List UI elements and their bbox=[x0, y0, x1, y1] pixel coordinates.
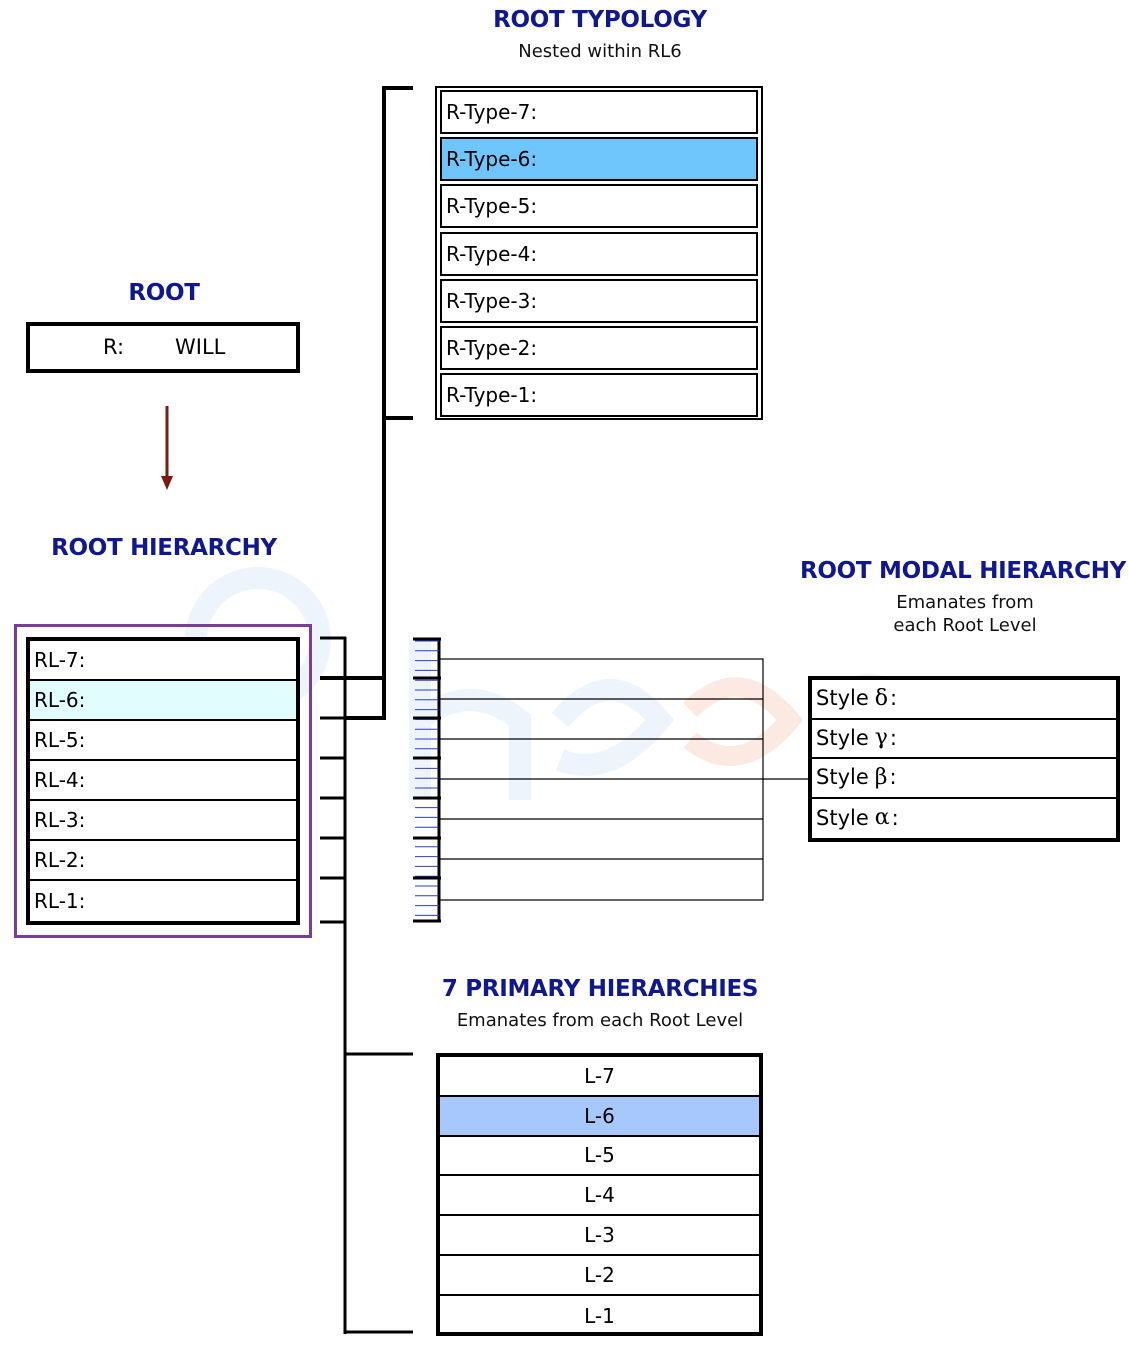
primary-level-label: L-4 bbox=[584, 1183, 615, 1208]
root-type-label: R-Type-5: bbox=[446, 194, 538, 219]
root-modal-subtitle-1: Emanates from bbox=[896, 592, 1034, 613]
root-type-label: R-Type-6: bbox=[446, 147, 538, 172]
root-modal-subtitle-2: each Root Level bbox=[893, 615, 1037, 636]
root-arrow-head bbox=[161, 476, 173, 490]
root-level-row: RL-1: bbox=[30, 881, 296, 921]
primary-level-label: L-1 bbox=[584, 1303, 615, 1328]
root-modal-hierarchy-heading: ROOT MODAL HIERARCHY bbox=[800, 558, 1127, 584]
root-level-row: RL-7: bbox=[30, 641, 296, 681]
root-type-label: R-Type-7: bbox=[446, 100, 538, 124]
modal-style-colon: : bbox=[889, 765, 897, 790]
root-type-row: R-Type-3: bbox=[440, 278, 758, 323]
primary-level-row: L-1 bbox=[440, 1296, 759, 1336]
root-level-label: RL-7: bbox=[34, 648, 86, 672]
root-type-row: R-Type-1: bbox=[440, 373, 758, 418]
root-level-row: RL-2: bbox=[30, 841, 296, 881]
primary-level-row: L-5 bbox=[440, 1137, 759, 1177]
modal-style-colon: : bbox=[890, 686, 898, 711]
primary-level-label: L-3 bbox=[584, 1223, 615, 1248]
root-level-label: RL-1: bbox=[34, 889, 86, 913]
root-type-label: R-Type-2: bbox=[446, 336, 538, 360]
root-type-row: R-Type-2: bbox=[440, 326, 758, 370]
root-level-label: RL-5: bbox=[34, 728, 86, 752]
modal-style-greek: γ bbox=[874, 725, 888, 751]
primary-level-label: L-2 bbox=[584, 1262, 615, 1287]
root-level-row: RL-3: bbox=[30, 801, 296, 841]
root-hierarchy-box: RL-7: RL-6: RL-5: RL-4: RL-3: RL-2: RL-1: bbox=[26, 637, 300, 925]
root-type-label: R-Type-1: bbox=[446, 383, 538, 408]
root-hierarchy-heading: ROOT HIERARCHY bbox=[51, 535, 277, 561]
primary-level-label: L-6 bbox=[584, 1103, 615, 1128]
root-type-row: R-Type-5: bbox=[440, 184, 758, 229]
root-typology-subtitle: Nested within RL6 bbox=[518, 41, 682, 62]
modal-style-greek: α bbox=[874, 805, 890, 831]
root-type-row: R-Type-6: bbox=[440, 137, 758, 182]
root-hierarchy-frame bbox=[14, 624, 312, 938]
modal-style-label: Style bbox=[816, 686, 869, 711]
modal-style-greek: δ bbox=[874, 685, 888, 711]
root-level-label: RL-3: bbox=[34, 808, 86, 832]
root-row: R: WILL bbox=[30, 326, 296, 369]
root-level-label: RL-4: bbox=[34, 768, 86, 792]
modal-style-label: Style bbox=[816, 725, 869, 750]
root-type-row: R-Type-7: bbox=[440, 90, 758, 134]
modal-style-colon: : bbox=[889, 725, 897, 750]
root-label: R: bbox=[103, 335, 125, 359]
primary-level-row: L-4 bbox=[440, 1176, 759, 1217]
root-type-row: R-Type-4: bbox=[440, 231, 758, 276]
root-type-label: R-Type-3: bbox=[446, 288, 538, 313]
primary-level-row: L-6 bbox=[440, 1096, 759, 1137]
root-value: WILL bbox=[175, 335, 226, 359]
root-type-label: R-Type-4: bbox=[446, 241, 538, 266]
root-typology-heading: ROOT TYPOLOGY bbox=[493, 7, 707, 33]
root-level-row: RL-6: bbox=[30, 681, 296, 721]
root-level-label: RL-2: bbox=[34, 848, 86, 872]
root-level-row: RL-4: bbox=[30, 761, 296, 801]
root-heading: ROOT bbox=[128, 280, 200, 306]
primary-level-label: L-7 bbox=[584, 1063, 615, 1088]
primary-hierarchies-heading: 7 PRIMARY HIERARCHIES bbox=[441, 976, 759, 1002]
modal-style-colon: : bbox=[891, 805, 899, 830]
primary-level-row: L-7 bbox=[440, 1057, 759, 1097]
root-typology-box: R-Type-7: R-Type-6: R-Type-5: R-Type-4: R-Ty… bbox=[435, 86, 763, 420]
modal-style-label: Style bbox=[816, 765, 869, 790]
root-level-label: RL-6: bbox=[34, 688, 86, 712]
primary-level-row: L-3 bbox=[440, 1216, 759, 1256]
root-box: R: WILL bbox=[26, 322, 300, 373]
modal-style-label: Style bbox=[816, 805, 869, 830]
primary-level-label: L-5 bbox=[584, 1143, 615, 1168]
primary-level-row: L-2 bbox=[440, 1256, 759, 1296]
modal-style-greek: β bbox=[874, 764, 888, 790]
root-level-row: RL-5: bbox=[30, 721, 296, 761]
primary-hierarchies-subtitle: Emanates from each Root Level bbox=[456, 1010, 744, 1031]
